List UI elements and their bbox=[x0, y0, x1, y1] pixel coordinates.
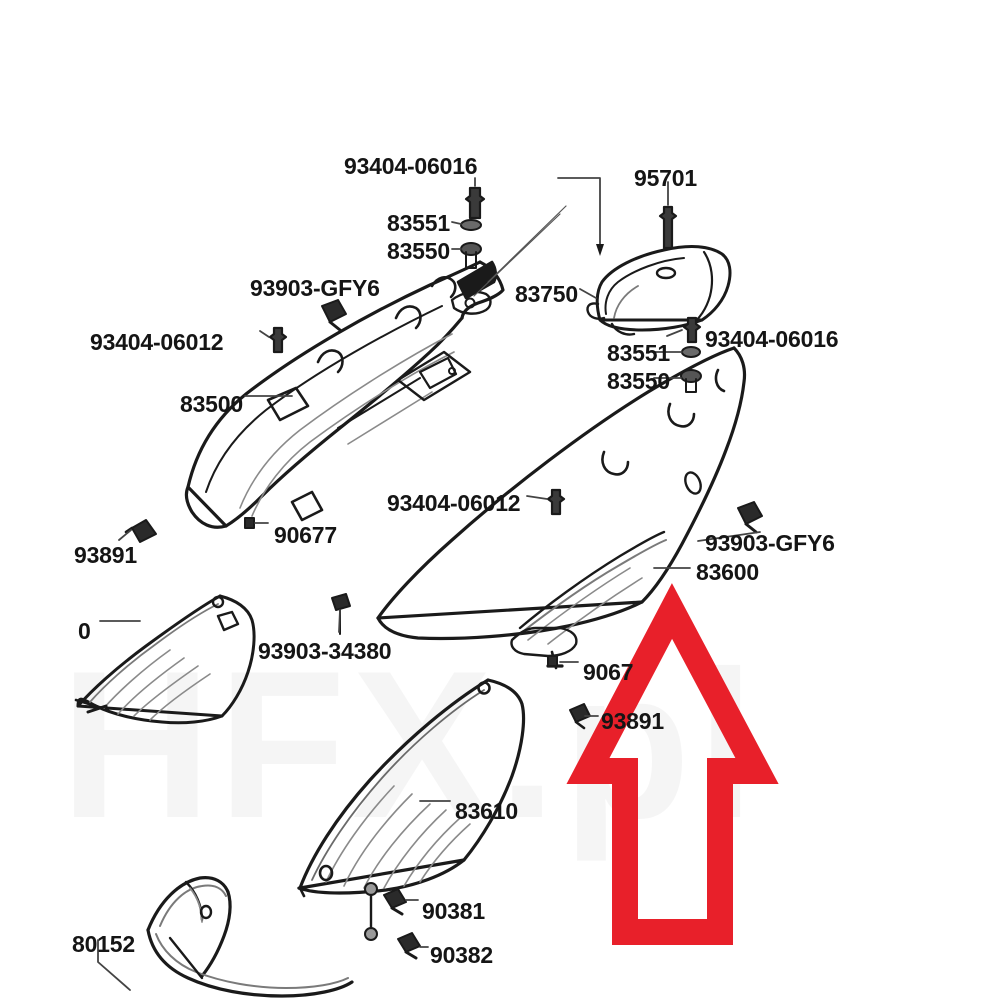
part-label-83551-right: 83551 bbox=[607, 340, 670, 366]
fastener-93891-left bbox=[124, 519, 157, 543]
part-label-83550-top: 83550 bbox=[387, 238, 450, 264]
part-label-83551-top: 83551 bbox=[387, 210, 450, 236]
part-83500-left-side-cover bbox=[184, 205, 567, 529]
fastener-93891-right bbox=[569, 703, 591, 730]
fastener-95701-bolt bbox=[658, 205, 678, 250]
fastener-90381-screw bbox=[383, 888, 407, 916]
fastener-90382-screw bbox=[397, 932, 421, 960]
part-label-83500: 83500 bbox=[180, 391, 243, 417]
part-label-90381: 90381 bbox=[422, 898, 485, 924]
fastener-90677-right bbox=[547, 655, 558, 667]
fastener-90677-left bbox=[244, 517, 255, 529]
fastener-83550-grommet-right bbox=[680, 369, 702, 393]
part-label-93903-GFY6-left: 93903-GFY6 bbox=[250, 275, 380, 301]
fastener-93404-06012-center bbox=[546, 488, 566, 516]
leader-arrowhead bbox=[596, 244, 604, 256]
part-label-83610: 83610 bbox=[455, 798, 518, 824]
part-label-95701: 95701 bbox=[634, 165, 697, 191]
part-label-93404-06016-top: 93404-06016 bbox=[344, 153, 478, 179]
fastener-93404-06016-top bbox=[464, 186, 486, 220]
part-label-93404-06016-right: 93404-06016 bbox=[705, 326, 839, 352]
part-label-83750: 83750 bbox=[515, 281, 578, 307]
part-label-93404-06012-center: 93404-06012 bbox=[387, 490, 521, 516]
fastener-93903-GFY6-left bbox=[321, 299, 347, 332]
part-label-90677-left: 90677 bbox=[274, 522, 337, 548]
part-label-90677-right: 9067 bbox=[583, 659, 634, 685]
part-label-80152: 80152 bbox=[72, 931, 135, 957]
fastener-dowel-pin bbox=[364, 882, 378, 941]
red-up-arrow-outline bbox=[566, 583, 779, 945]
fastener-93903-GFY6-right bbox=[737, 501, 763, 534]
part-80152-fender bbox=[146, 876, 354, 998]
fastener-83551-washer-top bbox=[460, 219, 482, 231]
leader-lines bbox=[97, 177, 761, 991]
part-label-93903-34380: 93903-34380 bbox=[258, 638, 392, 664]
part-label-90382: 90382 bbox=[430, 942, 493, 968]
part-83600-right-side-cover bbox=[376, 346, 747, 670]
fastener-93404-06016-right bbox=[682, 316, 702, 344]
part-label-93891-left: 93891 bbox=[74, 542, 137, 568]
part-83610-lower-panel bbox=[297, 678, 526, 898]
fastener-83550-grommet-top bbox=[460, 242, 482, 269]
fastener-93404-06012-left bbox=[268, 326, 288, 354]
part-label-clipped-left: 0 bbox=[78, 618, 91, 644]
part-label-83600: 83600 bbox=[696, 559, 759, 585]
part-label-93404-06012-left: 93404-06012 bbox=[90, 329, 224, 355]
part-left-lower-panel bbox=[74, 594, 256, 725]
part-label-83550-right: 83550 bbox=[607, 368, 670, 394]
part-label-93891-right: 93891 bbox=[601, 708, 664, 734]
part-label-93903-GFY6-right: 93903-GFY6 bbox=[705, 530, 835, 556]
